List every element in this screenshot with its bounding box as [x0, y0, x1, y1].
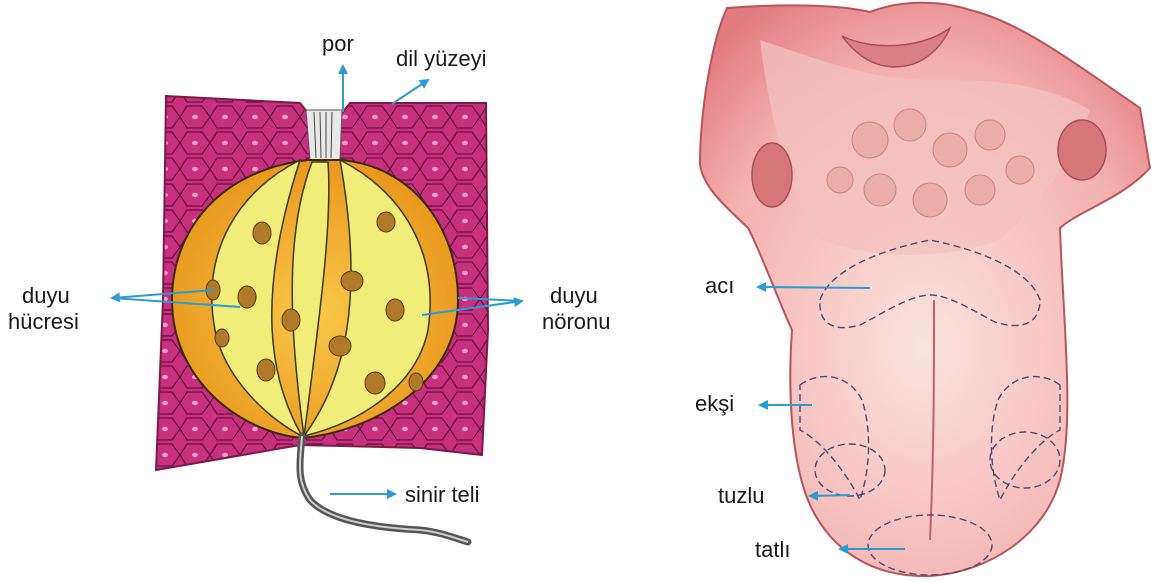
label-duyu-hucresi-line2: hücresi [8, 310, 79, 334]
label-duyu-hucresi-line1: duyu [22, 284, 70, 308]
label-tatli: tatlı [755, 538, 790, 562]
taste-bud-illustration [156, 96, 488, 542]
label-dil-yuzeyi: dil yüzeyi [396, 47, 486, 71]
label-duyu-noronu-line1: duyu [550, 284, 598, 308]
palatine-tonsil-left [752, 143, 792, 207]
tongue-illustration [700, 3, 1150, 576]
label-duyu-noronu-line2: nöronu [542, 310, 611, 334]
label-por: por [322, 32, 354, 56]
label-sinir-teli: sinir teli [405, 483, 480, 507]
palatine-tonsil-right [1058, 120, 1106, 180]
arrow-aci [758, 287, 870, 288]
label-tuzlu: tuzlu [718, 484, 764, 508]
label-eksi: ekşi [695, 392, 734, 416]
arrow-tuzlu [810, 495, 850, 496]
taste-pore [306, 110, 342, 160]
label-aci: acı [705, 274, 734, 298]
arrow-dil-yuzeyi [392, 80, 428, 104]
